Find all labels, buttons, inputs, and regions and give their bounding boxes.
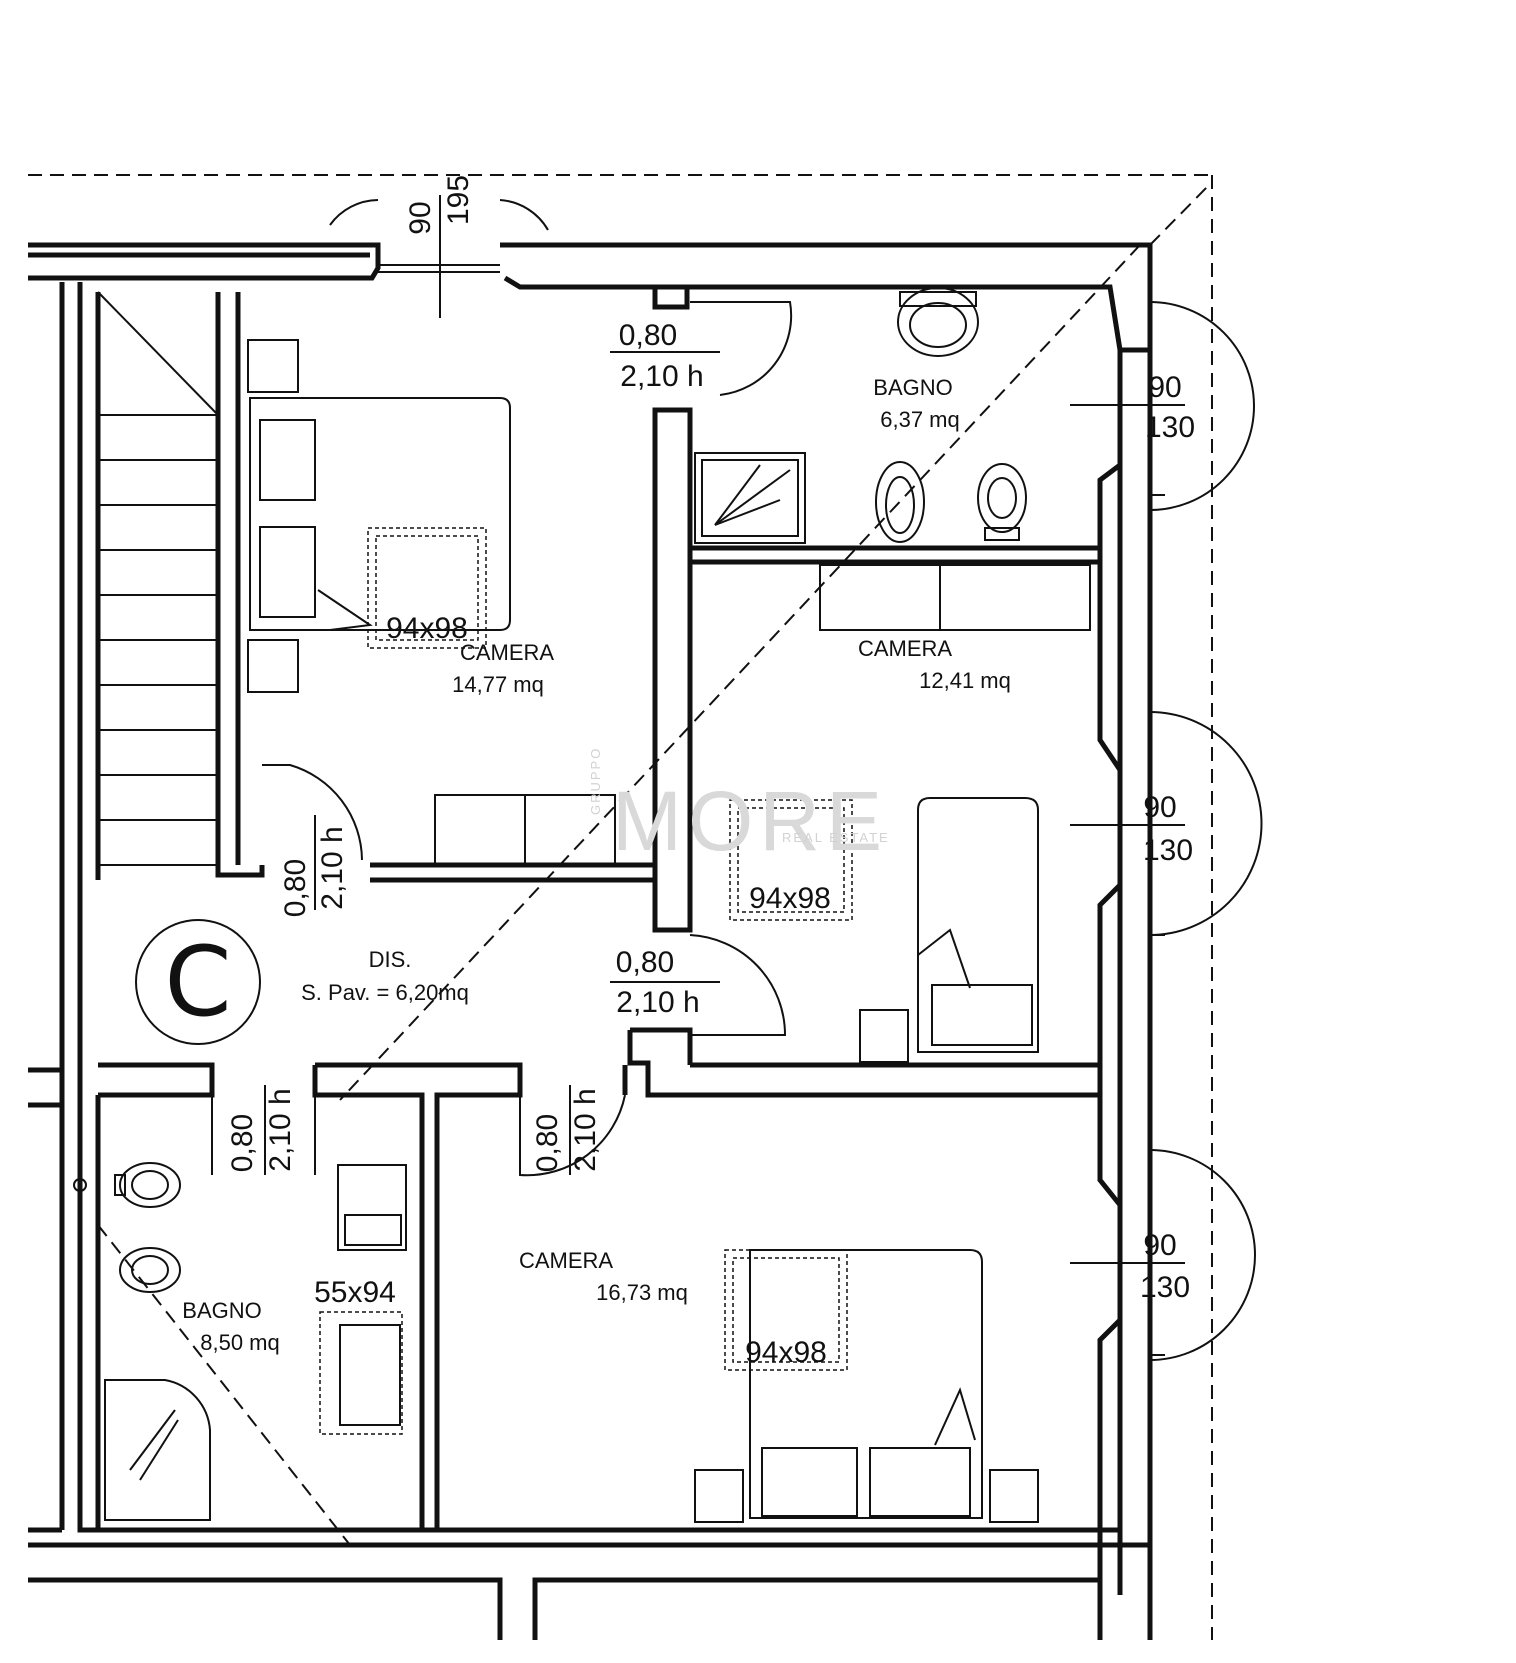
shower-size: 55x94 bbox=[314, 1276, 396, 1309]
door2-height: 2,10 h bbox=[616, 986, 699, 1019]
dis-name: DIS. bbox=[369, 947, 412, 972]
bathroom-fixtures-top bbox=[694, 287, 1027, 544]
watermark-brand: MORE bbox=[612, 774, 888, 868]
window-labels: 90 195 90 130 90 130 90 130 bbox=[404, 175, 1195, 1304]
bagno-a-area: 6,37 mq bbox=[880, 407, 960, 432]
door5-height: 2,10 h bbox=[569, 1088, 602, 1171]
door1-height: 2,10 h bbox=[620, 360, 703, 393]
window-top-a: 90 bbox=[404, 201, 437, 234]
bed1-size: 94x98 bbox=[386, 612, 468, 645]
bed3-size: 94x98 bbox=[745, 1336, 827, 1369]
bagno-a-name: BAGNO bbox=[873, 375, 952, 400]
bathroom-fixtures-bottom bbox=[73, 1162, 407, 1521]
door3-width: 0,80 bbox=[279, 859, 312, 917]
window1-a: 90 bbox=[1148, 371, 1181, 404]
watermark-sub: REAL ESTATE bbox=[782, 830, 890, 845]
furniture-labels: 94x98 94x98 94x98 55x94 bbox=[314, 612, 831, 1369]
camera-b-name: CAMERA bbox=[858, 636, 952, 661]
camera-b-area: 12,41 mq bbox=[919, 668, 1011, 693]
section-lines bbox=[97, 244, 1141, 1546]
door4-height: 2,10 h bbox=[264, 1088, 297, 1171]
window1-b: 130 bbox=[1145, 411, 1195, 444]
staircase bbox=[97, 291, 219, 866]
bagno-b-area: 8,50 mq bbox=[200, 1330, 280, 1355]
window-top-b: 195 bbox=[442, 175, 475, 225]
bed2-size: 94x98 bbox=[749, 882, 831, 915]
dis-area: S. Pav. = 6,20mq bbox=[301, 980, 469, 1005]
camera-c-furniture bbox=[694, 1249, 1039, 1523]
property-boundary bbox=[28, 174, 1213, 1640]
door1-width: 0,80 bbox=[619, 319, 677, 352]
dimension-lines bbox=[264, 195, 1185, 1264]
window3-b: 130 bbox=[1140, 1271, 1190, 1304]
camera-a-name: CAMERA bbox=[460, 640, 554, 665]
exterior-walls bbox=[28, 242, 1153, 1640]
camera-c-name: CAMERA bbox=[519, 1248, 613, 1273]
room-labels: CAMERA 14,77 mq CAMERA 12,41 mq CAMERA 1… bbox=[182, 375, 1011, 1355]
watermark-side: GRUPPO bbox=[588, 747, 603, 815]
camera-a-area: 14,77 mq bbox=[452, 672, 544, 697]
door2-width: 0,80 bbox=[616, 946, 674, 979]
door4-width: 0,80 bbox=[226, 1114, 259, 1172]
window2-a: 90 bbox=[1143, 791, 1176, 824]
bagno-b-name: BAGNO bbox=[182, 1298, 261, 1323]
door5-width: 0,80 bbox=[531, 1114, 564, 1172]
camera-a-furniture bbox=[247, 339, 616, 866]
watermark: MORE REAL ESTATE GRUPPO bbox=[588, 747, 890, 868]
unit-marker-letter: C bbox=[164, 926, 231, 1038]
unit-marker: C bbox=[135, 919, 261, 1045]
door-labels: 0,80 2,10 h 0,80 2,10 h 0,80 2,10 h 0,80… bbox=[226, 319, 704, 1172]
window3-a: 90 bbox=[1143, 1229, 1176, 1262]
door3-height: 2,10 h bbox=[316, 826, 349, 909]
door-swings bbox=[211, 199, 1263, 1361]
camera-b-furniture bbox=[729, 564, 1091, 1063]
camera-c-area: 16,73 mq bbox=[596, 1280, 688, 1305]
window2-b: 130 bbox=[1143, 834, 1193, 867]
